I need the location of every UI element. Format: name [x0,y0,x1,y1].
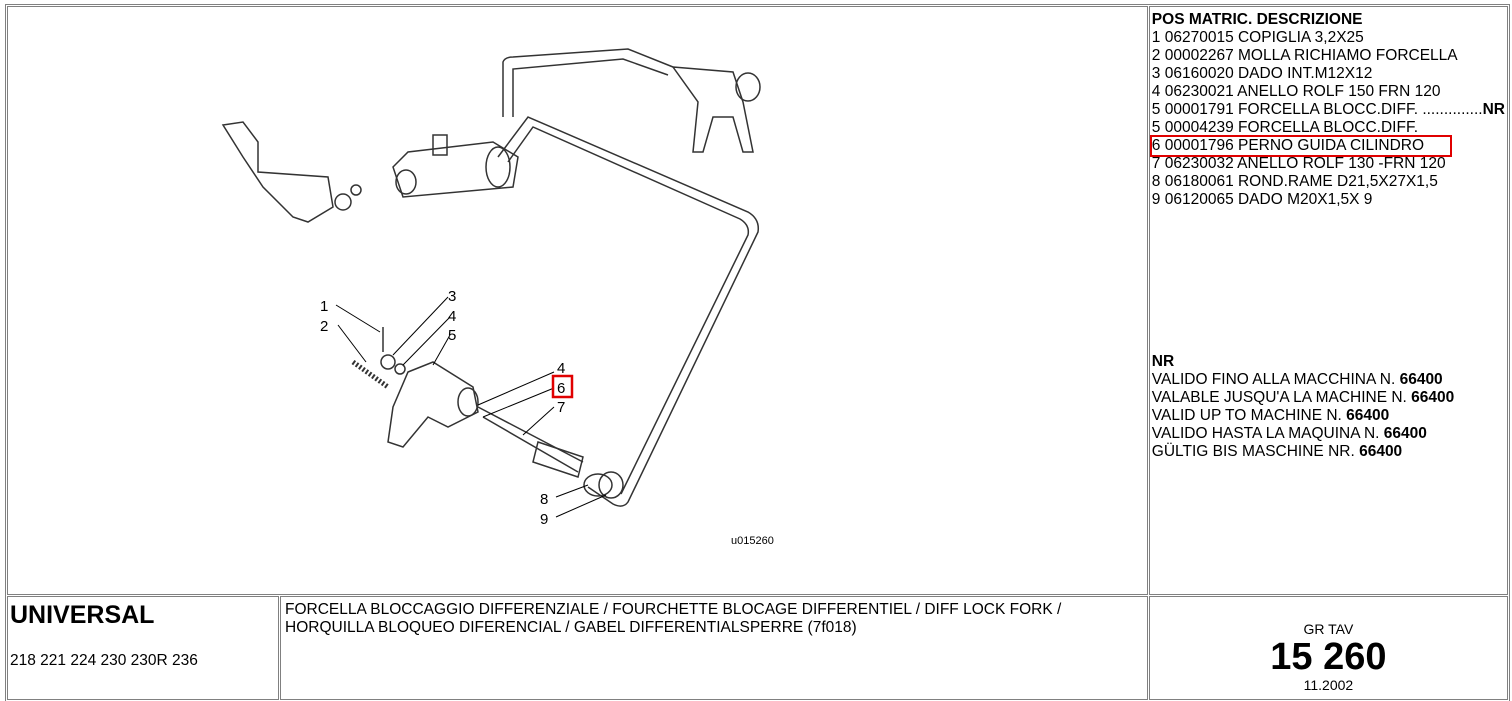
catalog-date: 11.2002 [1303,677,1354,693]
callout-6-highlight [551,374,574,399]
part-row[interactable]: 3 06160020 DADO INT.M12X12 [1152,65,1505,83]
gr-tav-label: GR TAV [1303,621,1354,637]
callout-4: 4 [448,308,456,325]
machine-number: 66400 [1399,371,1443,388]
spring [351,359,390,390]
part-text: 8 06180061 ROND.RAME D21,5X27X1,5 [1151,173,1438,190]
callout-1: 1 [320,298,328,315]
lock-fork [387,361,479,448]
note-text: VALABLE JUSQU'A LA MACHINE N. [1151,389,1412,406]
description-cell: FORCELLA BLOCCAGGIO DIFFERENZIALE / FOUR… [280,596,1148,700]
diagram-code: u015260 [731,535,774,547]
nr-marker: NR [1482,101,1505,118]
brand-cell: UNIVERSAL 218 221 224 230 230R 236 [7,596,279,700]
note-text: GÜLTIG BIS MASCHINE NR. [1151,443,1360,460]
callout-4b: 4 [557,360,565,377]
note-text: VALID UP TO MACHINE N. [1151,407,1347,424]
part-text: 9 06120065 DADO M20X1,5X 9 [1151,191,1373,208]
part-text: 3 06160020 DADO INT.M12X12 [1151,65,1373,82]
part-text: 1 06270015 COPIGLIA 3,2X25 [1151,29,1364,46]
callout-2: 2 [320,318,328,335]
part-text: 5 00001791 FORCELLA BLOCC.DIFF. ........… [1151,101,1483,118]
callout-7: 7 [557,399,565,416]
validity-note: VALID UP TO MACHINE N. 66400 [1152,407,1505,425]
validity-note: VALIDO HASTA LA MAQUINA N. 66400 [1152,425,1505,443]
part-row[interactable]: 5 00004239 FORCELLA BLOCC.DIFF. [1152,119,1505,137]
part-row[interactable]: 1 06270015 COPIGLIA 3,2X25 [1152,29,1505,47]
catalog-table: 1 2 3 4 5 4 6 7 8 9 u015260 [5,4,1510,701]
machine-number: 66400 [1346,407,1390,424]
callout-6: 6 [557,380,565,397]
machine-number: 66400 [1383,425,1427,442]
pedal [221,121,334,223]
cylinder [392,141,519,198]
model-list: 218 221 224 230 230R 236 [10,652,198,669]
gr-tav-number: 15 260 [1270,636,1387,678]
callout-3: 3 [448,288,456,305]
part-row[interactable]: 9 06120065 DADO M20X1,5X 9 [1152,191,1505,209]
brand-name: UNIVERSAL [10,601,155,629]
part-row[interactable]: 7 06230032 ANELLO ROLF 130 -FRN 120 [1152,155,1505,173]
group-description: FORCELLA BLOCCAGGIO DIFFERENZIALE / FOUR… [285,601,1062,636]
callout-9: 9 [540,511,548,528]
callout-5: 5 [448,327,456,344]
part-row[interactable]: 6 00001796 PERNO GUIDA CILINDRO [1149,135,1505,157]
part-text: 7 06230032 ANELLO ROLF 130 -FRN 120 [1151,155,1446,172]
machine-number: 66400 [1411,389,1455,406]
part-row[interactable]: 5 00001791 FORCELLA BLOCC.DIFF. ........… [1152,101,1505,119]
machine-number: 66400 [1359,443,1403,460]
guide-pin [477,406,584,473]
part-text: 2 00002267 MOLLA RICHIAMO FORCELLA [1151,47,1458,64]
note-text: VALIDO HASTA LA MAQUINA N. [1151,425,1384,442]
exploded-diagram: 1 2 3 4 5 4 6 7 8 9 u015260 [221,48,774,547]
validity-note: GÜLTIG BIS MASCHINE NR. 66400 [1152,443,1505,461]
part-text: 4 06230021 ANELLO ROLF 150 FRN 120 [1151,83,1441,100]
validity-note: VALIDO FINO ALLA MACCHINA N. 66400 [1152,371,1505,389]
linkage-rod [502,48,674,117]
parts-header: POS MATRIC. DESCRIZIONE [1151,11,1363,28]
validity-note: VALABLE JUSQU'A LA MACHINE N. 66400 [1152,389,1505,407]
part-row[interactable]: 2 00002267 MOLLA RICHIAMO FORCELLA [1152,47,1505,65]
part-text: 6 00001796 PERNO GUIDA CILINDRO [1149,135,1452,157]
part-row[interactable]: 8 06180061 ROND.RAME D21,5X27X1,5 [1152,173,1505,191]
part-row[interactable]: 4 06230021 ANELLO ROLF 150 FRN 120 [1152,83,1505,101]
group-table-cell: GR TAV 15 260 11.2002 [1148,596,1508,700]
callout-8: 8 [540,491,548,508]
upper-fork [671,66,754,153]
diagram-cell: 1 2 3 4 5 4 6 7 8 9 u015260 [7,6,1148,595]
note-text: VALIDO FINO ALLA MACCHINA N. [1151,371,1400,388]
nr-title: NR [1151,353,1175,370]
parts-list-cell: POS MATRIC. DESCRIZIONE 1 06270015 COPIG… [1148,6,1508,595]
part-text: 5 00004239 FORCELLA BLOCC.DIFF. [1151,119,1419,136]
